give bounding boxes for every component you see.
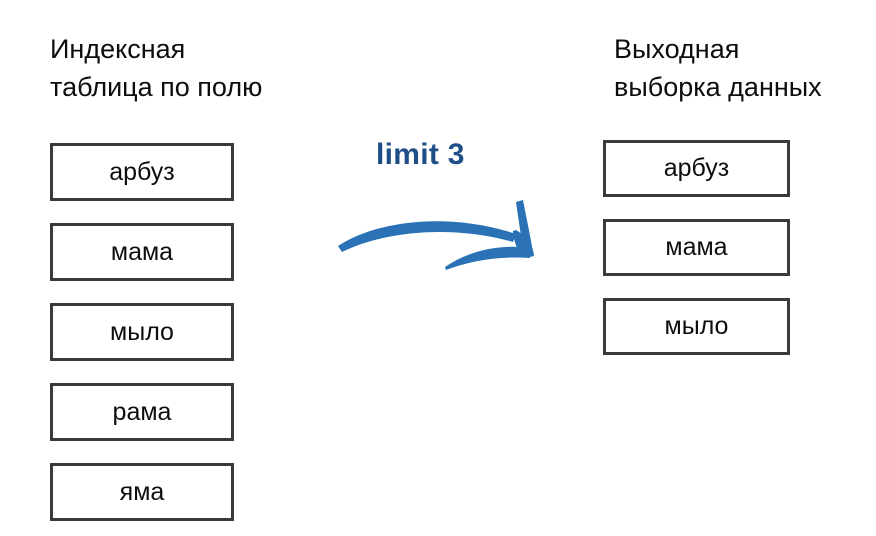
index-row: рама [50, 383, 234, 441]
index-row: арбуз [50, 143, 234, 201]
index-row: яма [50, 463, 234, 521]
result-row: мама [603, 219, 790, 276]
right-column-title: Выходная выборка данных [614, 34, 822, 102]
result-row: арбуз [603, 140, 790, 197]
index-row: мыло [50, 303, 234, 361]
index-table-column: арбуз мама мыло рама яма [50, 143, 234, 521]
flow-arrow-icon [330, 190, 570, 280]
limit-label: limit 3 [376, 138, 465, 171]
index-row: мама [50, 223, 234, 281]
result-row: мыло [603, 298, 790, 355]
left-column-title: Индексная таблица по полю [50, 34, 263, 102]
result-set-column: арбуз мама мыло [603, 140, 790, 355]
